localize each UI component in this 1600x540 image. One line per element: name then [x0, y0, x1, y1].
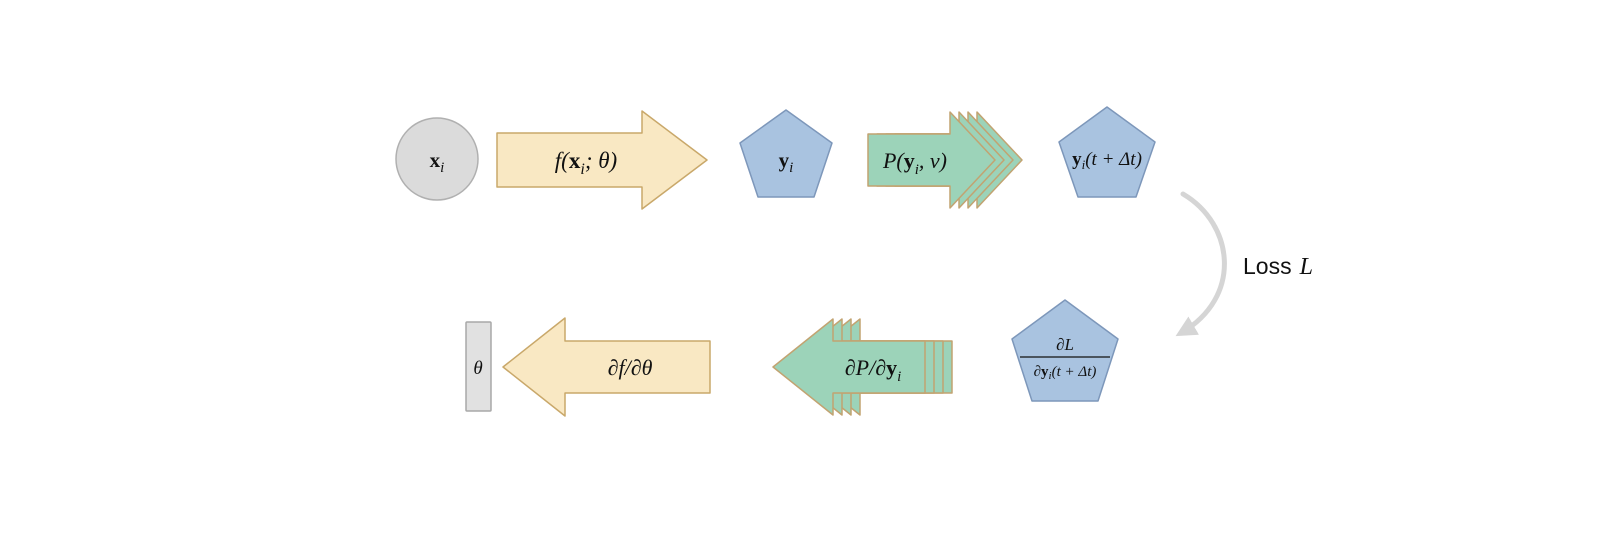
param-node — [465, 321, 492, 412]
param-grad-arrow — [502, 317, 711, 417]
solver-grad-arrow-label: ∂P/∂yi — [845, 355, 901, 385]
next-state-vec: y — [1072, 149, 1082, 170]
loss-grad-node — [1011, 299, 1119, 402]
loss-label: Loss L — [1243, 253, 1313, 280]
solver-label-pre: P( — [882, 148, 905, 173]
input-node — [395, 117, 479, 201]
solver-grad-label-pre: ∂P/∂ — [845, 355, 886, 380]
solver-arrow-layer-1 — [867, 111, 996, 209]
next-state-post: (t + Δt) — [1085, 149, 1142, 170]
state-node-vec: y — [779, 148, 790, 172]
forward-label-vec: x — [569, 148, 581, 173]
loss-grad-denominator: ∂yi(t + Δt) — [1034, 364, 1097, 382]
solver-arrow-label: P(yi, ν) — [882, 148, 947, 178]
loss-curve-arrow — [1175, 191, 1227, 337]
solver-grad-label-sub: i — [897, 369, 901, 385]
solver-grad-label-vec: y — [886, 355, 897, 380]
loss-grad-den-sub: i — [1049, 370, 1052, 382]
param-grad-arrow-label: ∂f/∂θ — [608, 355, 653, 380]
solver-label-sub: i — [915, 162, 919, 178]
loss-grad-den-vec: y — [1041, 364, 1049, 380]
loss-grad-numerator: ∂L — [1056, 335, 1074, 354]
param-node-label: θ — [473, 358, 482, 379]
forward-arrow-label: f(xi; θ) — [555, 148, 617, 178]
state-node-label: yi — [779, 148, 794, 176]
solver-label-vec: y — [904, 148, 915, 173]
loss-label-symbol: L — [1299, 254, 1313, 280]
next-state-node — [1058, 106, 1156, 198]
state-node — [739, 109, 833, 198]
loss-grad-label: ∂L ∂yi(t + Δt) — [1020, 335, 1110, 382]
next-state-sub: i — [1082, 157, 1086, 172]
loss-grad-den-post: (t + Δt) — [1052, 364, 1097, 380]
forward-label-pre: f( — [555, 148, 570, 173]
solver-arrow — [867, 111, 1023, 209]
forward-arrow — [496, 110, 708, 210]
forward-label-sub: i — [580, 161, 584, 178]
state-node-sub: i — [789, 160, 793, 176]
input-node-sub: i — [440, 160, 444, 176]
solver-grad-arrow — [772, 318, 953, 416]
forward-label-post: ; θ) — [585, 148, 617, 173]
loss-grad-den-pre: ∂ — [1034, 364, 1041, 380]
input-node-label: xi — [430, 148, 445, 176]
next-state-node-label: yi(t + Δt) — [1072, 149, 1142, 172]
input-node-vec: x — [430, 148, 441, 172]
solver-label-post: , ν) — [919, 148, 947, 173]
solver-grad-arrow-layer-1 — [772, 318, 926, 416]
loss-label-word: Loss — [1243, 253, 1292, 279]
